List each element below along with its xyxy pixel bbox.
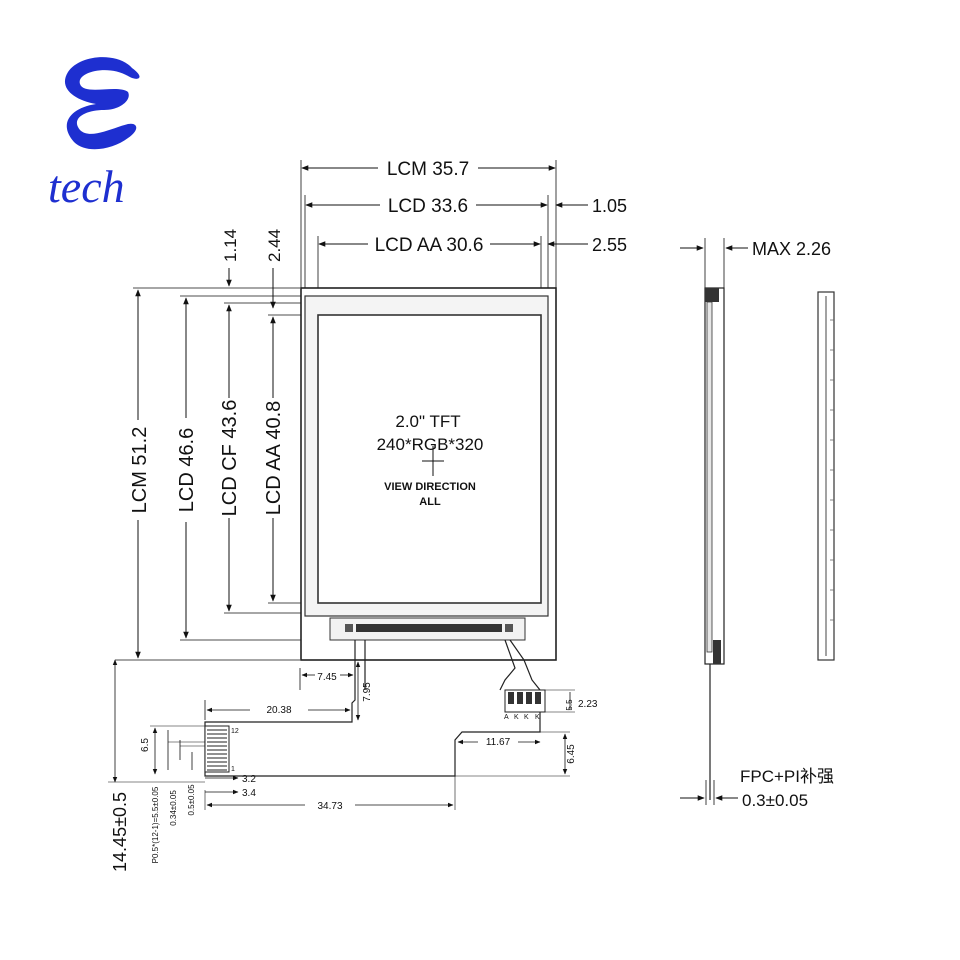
svg-text:K: K: [514, 714, 519, 721]
svg-text:VIEW DIRECTION: VIEW DIRECTION: [384, 481, 476, 493]
dim-fpc-total-height: 14.45±0.5: [108, 659, 205, 872]
svg-text:K: K: [535, 714, 540, 721]
dim-lcm-width: LCM 35.7: [301, 159, 556, 180]
fpc-pins: 12 1: [204, 725, 239, 773]
svg-text:2.55: 2.55: [592, 235, 627, 255]
svg-text:P0.5*(12-1)=5.5±0.05: P0.5*(12-1)=5.5±0.05: [151, 786, 160, 863]
svg-text:3.2: 3.2: [242, 774, 256, 785]
svg-text:LCD 46.6: LCD 46.6: [176, 428, 198, 513]
svg-text:3.4: 3.4: [242, 788, 256, 799]
fpc-tail: [204, 639, 541, 777]
dim-pitch: P0.5*(12-1)=5.5±0.05 0.34±0.05 0.5±0.05: [151, 730, 205, 863]
svg-text:2.0" TFT: 2.0" TFT: [395, 412, 460, 431]
svg-text:ALL: ALL: [419, 496, 441, 508]
svg-text:FPC+PI补强: FPC+PI补强: [740, 767, 834, 786]
svg-text:LCM 51.2: LCM 51.2: [129, 427, 151, 514]
svg-text:14.45±0.5: 14.45±0.5: [110, 792, 130, 872]
dim-fpc-tail-x: 20.38: [204, 700, 351, 720]
svg-text:11.67: 11.67: [486, 737, 511, 748]
svg-text:34.73: 34.73: [317, 801, 342, 812]
dim-fpc-right-height: 6.45: [455, 731, 577, 777]
dim-lcm-height: LCM 51.2: [129, 289, 151, 659]
svg-text:6.45: 6.45: [566, 744, 577, 764]
svg-text:7.95: 7.95: [362, 682, 373, 702]
dim-pin-lengths: 3.2 3.4: [205, 774, 256, 799]
lcm-edge-view: [817, 291, 835, 661]
svg-text:1.14: 1.14: [221, 229, 240, 262]
logo-wordmark: tech: [48, 161, 125, 212]
dim-fpc-reinforce: FPC+PI补强 0.3±0.05: [680, 767, 834, 810]
dim-lcd-width: LCD 33.6 1.05: [305, 196, 627, 217]
svg-text:LCM 35.7: LCM 35.7: [387, 159, 469, 180]
svg-text:7.45: 7.45: [317, 672, 337, 683]
svg-text:LCD 33.6: LCD 33.6: [388, 196, 468, 217]
dim-lcd-aa-width: LCD AA 30.6 2.55: [318, 235, 627, 256]
lcm-front-view: [300, 287, 557, 661]
svg-text:LCD AA 40.8: LCD AA 40.8: [263, 401, 285, 516]
svg-text:0.5±0.05: 0.5±0.05: [187, 784, 196, 816]
dim-fpc-right-width: 11.67: [457, 737, 541, 748]
fpc-connector: A K K K: [504, 689, 546, 721]
svg-text:240*RGB*320: 240*RGB*320: [377, 435, 484, 454]
dim-lcd-height: LCD 46.6: [176, 297, 198, 639]
dim-fpc-vertical: 7.95: [355, 661, 373, 721]
svg-text:LCD AA 30.6: LCD AA 30.6: [375, 235, 484, 256]
svg-text:LCD CF 43.6: LCD CF 43.6: [219, 400, 241, 517]
svg-text:2.44: 2.44: [265, 229, 284, 262]
svg-text:1.05: 1.05: [592, 196, 627, 216]
dim-top-offset-1: 1.14: [221, 229, 240, 287]
svg-text:20.38: 20.38: [266, 705, 291, 716]
dim-fpc-tail-height: 6.5: [140, 725, 205, 775]
dim-lcd-aa-height: LCD AA 40.8: [263, 316, 285, 602]
svg-text:A: A: [504, 714, 509, 721]
lcd-spec-label: 2.0" TFT 240*RGB*320 VIEW DIRECTION ALL: [377, 412, 484, 508]
logo-swoosh-icon: [64, 57, 140, 150]
lcm-side-view: [704, 287, 725, 800]
svg-text:1: 1: [231, 766, 235, 773]
svg-text:6.5: 6.5: [140, 738, 151, 752]
dim-fpc-offset-left: 7.45: [299, 668, 354, 690]
dim-max-thickness: MAX 2.26: [680, 238, 831, 292]
svg-text:12: 12: [231, 728, 239, 735]
svg-text:5.5: 5.5: [565, 699, 574, 711]
svg-text:K: K: [524, 714, 529, 721]
dim-lcd-cf-height: LCD CF 43.6: [219, 304, 241, 612]
svg-text:MAX 2.26: MAX 2.26: [752, 239, 831, 259]
svg-text:0.3±0.05: 0.3±0.05: [742, 791, 808, 810]
dim-fpc-length: 34.73: [204, 776, 456, 812]
company-logo: tech: [48, 57, 140, 212]
dim-connector: 5.5 2.23: [545, 689, 598, 713]
svg-text:0.34±0.05: 0.34±0.05: [169, 790, 178, 826]
svg-text:2.23: 2.23: [578, 699, 598, 710]
